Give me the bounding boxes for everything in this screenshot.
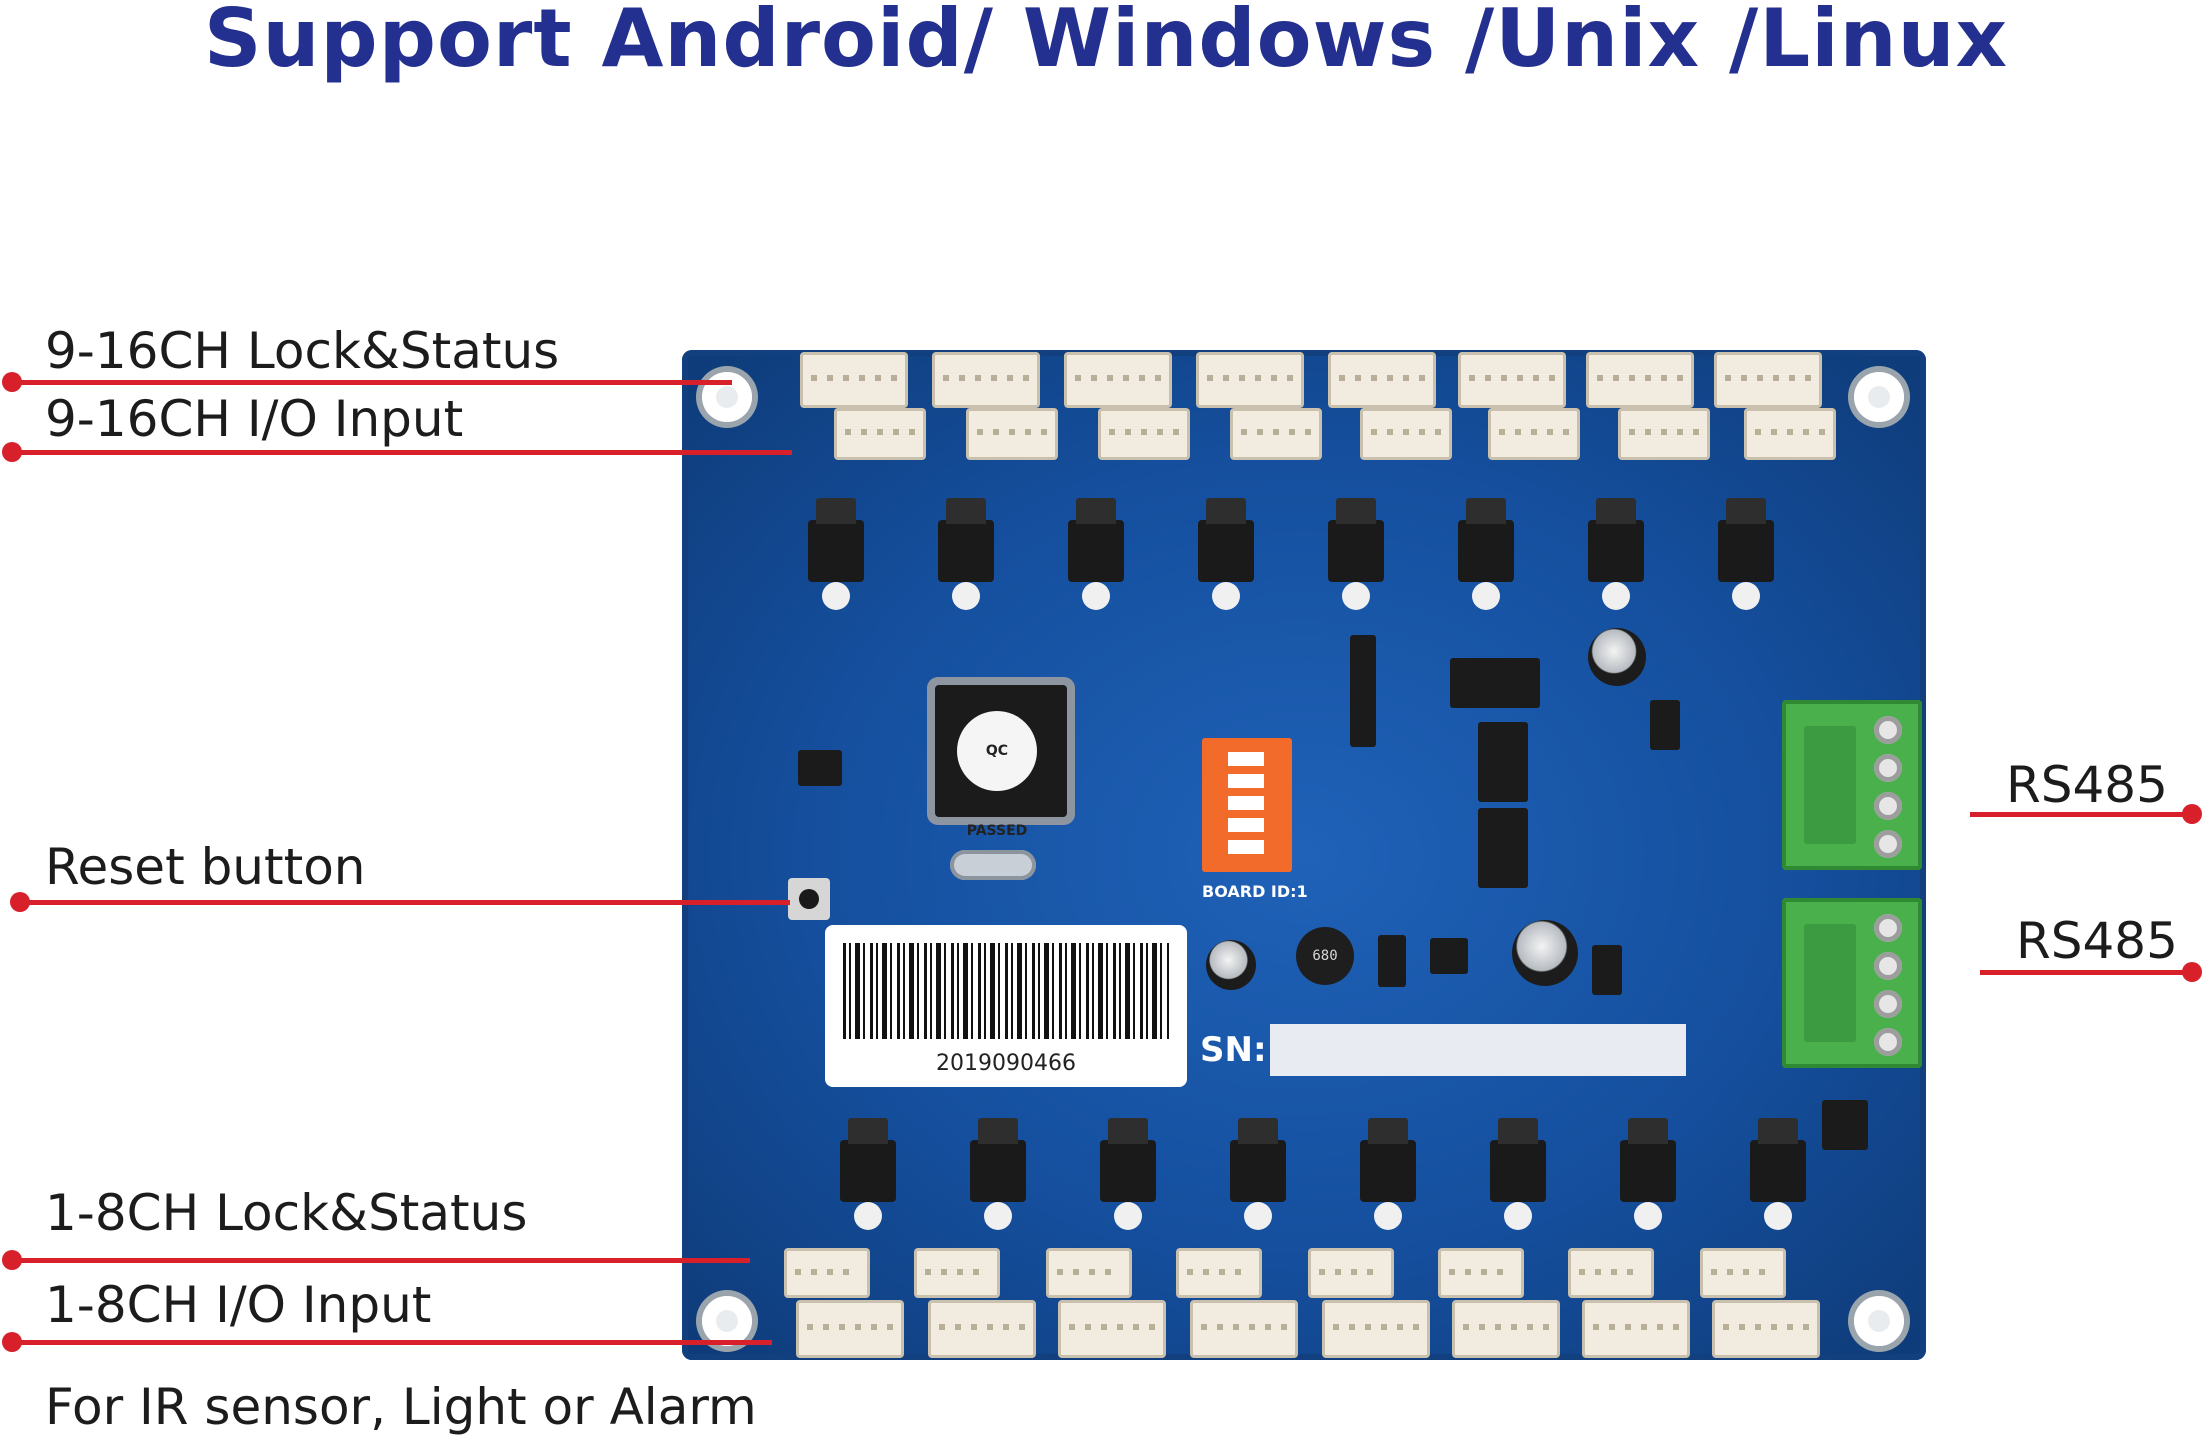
mosfet-transistor <box>1230 1118 1286 1230</box>
callout-line <box>12 1340 772 1345</box>
barcode <box>843 943 1169 1039</box>
mosfet-transistor <box>1068 498 1124 610</box>
io-input-connector[interactable] <box>1360 408 1452 460</box>
mosfet-transistor <box>1360 1118 1416 1230</box>
mosfet-transistor <box>970 1118 1026 1230</box>
lock-status-connector[interactable] <box>1064 352 1172 408</box>
mosfet-transistor <box>1328 498 1384 610</box>
microcontroller-chip: QC PASSED <box>935 685 1067 839</box>
capacitor <box>1588 628 1646 686</box>
lock-status-connector[interactable] <box>1328 352 1436 408</box>
callout-9-16ch-io-input: 9-16CH I/O Input <box>45 390 464 448</box>
io-input-connector[interactable] <box>1176 1248 1262 1298</box>
serial-number-label: SN: <box>1200 1030 1267 1070</box>
lock-status-connector[interactable] <box>1190 1300 1298 1358</box>
mosfet-transistor <box>840 1118 896 1230</box>
lock-status-connector[interactable] <box>1322 1300 1430 1358</box>
lock-status-connector[interactable] <box>796 1300 904 1358</box>
io-input-connector[interactable] <box>1230 408 1322 460</box>
qc-sticker: QC PASSED <box>957 711 1037 839</box>
callout-line <box>1980 970 2192 975</box>
io-input-connector[interactable] <box>1744 408 1836 460</box>
lock-status-connector[interactable] <box>928 1300 1036 1358</box>
io-input-connector[interactable] <box>1700 1248 1786 1298</box>
crystal-oscillator <box>950 850 1036 880</box>
io-input-connector[interactable] <box>834 408 926 460</box>
mosfet-transistor <box>938 498 994 610</box>
lock-status-connector[interactable] <box>1582 1300 1690 1358</box>
callout-line <box>12 380 732 385</box>
eeprom-chip <box>798 750 842 786</box>
lock-status-connector[interactable] <box>1714 352 1822 408</box>
callout-note: For IR sensor, Light or Alarm <box>45 1378 757 1436</box>
lock-status-connector[interactable] <box>1712 1300 1820 1358</box>
callout-rs485-lower: RS485 <box>2016 912 2178 970</box>
callout-dot <box>2182 804 2202 824</box>
lock-status-connector[interactable] <box>1058 1300 1166 1358</box>
mosfet-transistor <box>1588 498 1644 610</box>
io-input-connector[interactable] <box>1046 1248 1132 1298</box>
rs485-transceiver-chip <box>1478 722 1528 802</box>
dip-switch[interactable] <box>1202 738 1292 872</box>
mounting-hole <box>1854 1296 1904 1346</box>
mounting-hole <box>1854 372 1904 422</box>
callout-reset-button: Reset button <box>45 838 366 896</box>
isp-header <box>1350 635 1376 747</box>
rs485-terminal-block[interactable] <box>1782 700 1922 870</box>
inductor: 680 <box>1296 927 1354 985</box>
io-input-connector[interactable] <box>1438 1248 1524 1298</box>
board-id-label: BOARD ID:1 <box>1202 882 1308 901</box>
diode <box>1592 945 1622 995</box>
io-input-connector[interactable] <box>784 1248 870 1298</box>
io-input-connector[interactable] <box>1568 1248 1654 1298</box>
page-title: Support Android/ Windows /Unix /Linux <box>203 0 2009 85</box>
callout-9-16ch-lock-status: 9-16CH Lock&Status <box>45 322 560 380</box>
regulator-chip <box>1450 658 1540 708</box>
callout-1-8ch-io-input: 1-8CH I/O Input <box>45 1276 432 1334</box>
io-input-connector[interactable] <box>1308 1248 1394 1298</box>
serial-number-field <box>1270 1024 1686 1076</box>
mosfet-transistor <box>1100 1118 1156 1230</box>
callout-line <box>12 1258 750 1263</box>
mosfet-transistor <box>1750 1118 1806 1230</box>
io-input-connector[interactable] <box>914 1248 1000 1298</box>
lock-status-connector[interactable] <box>1452 1300 1560 1358</box>
lock-status-connector[interactable] <box>1458 352 1566 408</box>
lock-status-connector[interactable] <box>932 352 1040 408</box>
callout-rs485-upper: RS485 <box>2006 756 2168 814</box>
rs485-terminal-block[interactable] <box>1782 898 1922 1068</box>
io-input-connector[interactable] <box>1488 408 1580 460</box>
mounting-hole <box>702 1296 752 1346</box>
callout-1-8ch-lock-status: 1-8CH Lock&Status <box>45 1184 528 1242</box>
mosfet-transistor <box>1620 1118 1676 1230</box>
io-input-connector[interactable] <box>966 408 1058 460</box>
mosfet-transistor <box>1718 498 1774 610</box>
reset-button[interactable] <box>788 878 830 920</box>
fuse-component <box>1822 1100 1868 1150</box>
callout-line <box>20 900 790 905</box>
diode <box>1650 700 1680 750</box>
mosfet-transistor <box>808 498 864 610</box>
capacitor <box>1206 940 1256 990</box>
mosfet-transistor <box>1490 1118 1546 1230</box>
mosfet-transistor <box>1458 498 1514 610</box>
barcode-number: 2019090466 <box>936 1051 1076 1076</box>
callout-line <box>12 450 792 455</box>
lock-status-connector[interactable] <box>800 352 908 408</box>
io-input-connector[interactable] <box>1618 408 1710 460</box>
capacitor <box>1512 920 1578 986</box>
rs485-transceiver-chip <box>1478 808 1528 888</box>
callout-line <box>1970 812 2192 817</box>
callout-dot <box>2182 962 2202 982</box>
diode <box>1378 935 1406 987</box>
io-input-connector[interactable] <box>1098 408 1190 460</box>
mosfet-transistor <box>1198 498 1254 610</box>
lock-status-connector[interactable] <box>1586 352 1694 408</box>
barcode-sticker: 2019090466 <box>825 925 1187 1087</box>
small-ic <box>1430 938 1468 974</box>
lock-status-connector[interactable] <box>1196 352 1304 408</box>
